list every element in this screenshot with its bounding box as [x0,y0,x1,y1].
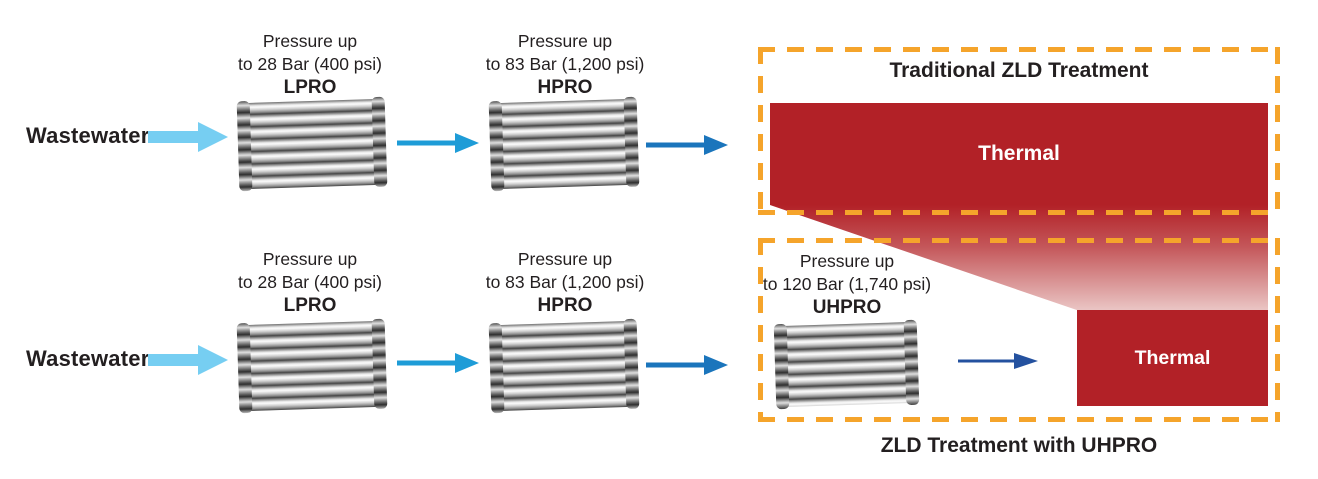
wastewater-arrow-icon [148,122,228,152]
uhpro-pressure-line2: to 120 Bar (1,740 psi) [762,274,932,294]
hpro-pressure-line2: to 83 Bar (1,200 psi) [485,272,645,292]
thermal-label-uhpro: Thermal [1134,346,1211,369]
lpro-label-bottom: Pressure up to 28 Bar (400 psi) LPRO [200,248,420,317]
lpro-pressure-line1: Pressure up [262,31,358,51]
flow-arrow-hpro-thermal-top-icon [646,135,728,155]
thermal-label-traditional: Thermal [978,142,1060,165]
wastewater-arrow-bottom-icon [148,345,228,375]
uhpro-pressure-line1: Pressure up [799,251,895,271]
flow-arrow-uhpro-thermal-icon [958,353,1038,369]
wastewater-label-top: Wastewater [26,123,150,148]
hpro-pressure-line2: to 83 Bar (1,200 psi) [485,54,645,74]
membrane-tubes [236,318,388,414]
lpro-pressure-line2: to 28 Bar (400 psi) [238,54,382,74]
lpro-name: LPRO [283,295,337,316]
uhpro-zld-caption: ZLD Treatment with UHPRO [880,434,1158,457]
traditional-zld-title: Traditional ZLD Treatment [889,59,1149,82]
wastewater-label-bottom: Wastewater [26,346,150,371]
lpro-name: LPRO [283,77,337,98]
uhpro-label: Pressure up to 120 Bar (1,740 psi) UHPRO [737,250,957,319]
hpro-label-top: Pressure up to 83 Bar (1,200 psi) HPRO [455,30,675,99]
lpro-pressure-line1: Pressure up [262,249,358,269]
lpro-label-top: Pressure up to 28 Bar (400 psi) LPRO [200,30,420,99]
thermal-box-uhpro: Thermal [1077,310,1268,406]
membrane-tubes [773,319,920,410]
uhpro-name: UHPRO [812,297,882,318]
hpro-label-bottom: Pressure up to 83 Bar (1,200 psi) HPRO [455,248,675,317]
flow-arrow-hpro-uhpro-icon [646,355,728,375]
flow-arrow-lpro-hpro-bottom-icon [397,353,479,373]
flow-arrow-lpro-hpro-top-icon [397,133,479,153]
membrane-tubes [236,96,388,192]
hpro-pressure-line1: Pressure up [517,249,613,269]
hpro-module-image-bottom [488,318,640,414]
lpro-module-image-bottom [236,318,388,414]
hpro-module-image-top [488,96,640,192]
lpro-module-image-top [236,96,388,192]
hpro-name: HPRO [537,295,593,316]
hpro-name: HPRO [537,77,593,98]
membrane-tubes [488,318,640,414]
thermal-box-traditional: Thermal [770,103,1268,205]
lpro-pressure-line2: to 28 Bar (400 psi) [238,272,382,292]
hpro-pressure-line1: Pressure up [517,31,613,51]
membrane-tubes [488,96,640,192]
uhpro-module-image [773,319,920,410]
